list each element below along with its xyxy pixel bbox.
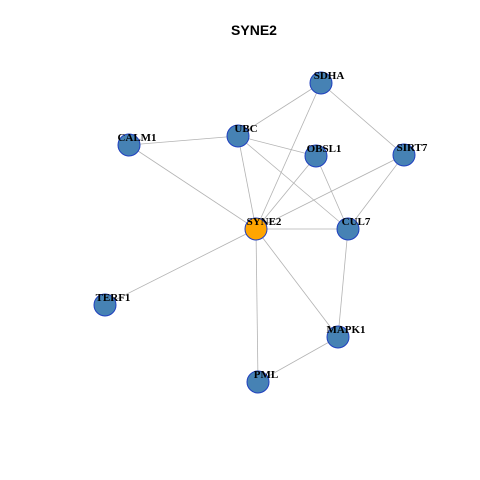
- node-sdha: [309, 71, 333, 95]
- node-obsl1: [304, 144, 328, 168]
- node-syne2: [244, 217, 268, 241]
- node-label-sirt7: SIRT7: [397, 142, 428, 154]
- edge-sdha-sirt7: [320, 82, 405, 156]
- edge-ubc-obsl1: [237, 135, 317, 157]
- edge-syne2-ubc: [237, 135, 257, 230]
- edge-layer: [104, 82, 405, 383]
- edge-syne2-terf1: [104, 228, 257, 306]
- node-layer: [93, 71, 416, 394]
- edge-mapk1-pml: [257, 336, 339, 383]
- node-label-sdha: SDHA: [314, 70, 345, 82]
- node-label-pml: PML: [254, 369, 278, 381]
- diagram-title: SYNE2: [231, 22, 277, 38]
- node-label-ubc: UBC: [234, 123, 257, 135]
- edge-sdha-ubc: [237, 82, 322, 137]
- edge-syne2-pml: [255, 228, 259, 383]
- node-sirt7: [392, 143, 416, 167]
- edge-ubc-cul7: [237, 135, 349, 230]
- node-terf1: [93, 293, 117, 317]
- node-label-obsl1: OBSL1: [307, 143, 342, 155]
- edge-syne2-sirt7: [255, 154, 405, 230]
- node-ubc: [226, 124, 250, 148]
- node-pml: [246, 370, 270, 394]
- node-calm1: [117, 133, 141, 157]
- edge-syne2-obsl1: [255, 155, 317, 230]
- node-cul7: [336, 217, 360, 241]
- node-label-cul7: CUL7: [342, 216, 371, 228]
- edge-obsl1-cul7: [315, 155, 349, 230]
- edge-sirt7-cul7: [347, 154, 405, 230]
- edge-syne2-mapk1: [255, 228, 339, 338]
- node-label-syne2: SYNE2: [247, 216, 282, 228]
- node-label-mapk1: MAPK1: [326, 324, 365, 336]
- edge-ubc-calm1: [128, 135, 239, 146]
- node-mapk1: [326, 325, 350, 349]
- edge-syne2-calm1: [128, 144, 257, 230]
- node-label-calm1: CALM1: [117, 132, 156, 144]
- edge-cul7-mapk1: [337, 228, 349, 338]
- edge-syne2-sdha: [255, 82, 322, 230]
- node-label-terf1: TERF1: [96, 292, 131, 304]
